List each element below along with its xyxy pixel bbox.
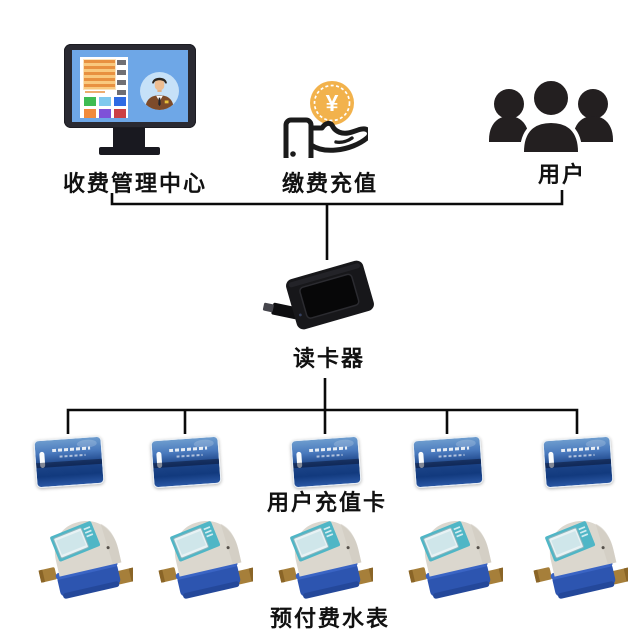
tile-green xyxy=(84,97,96,106)
monitor-icon xyxy=(64,44,196,128)
label-users: 用户 xyxy=(537,162,587,187)
water-meter-icon xyxy=(407,514,507,604)
label-recharge-cards: 用户充值卡 xyxy=(266,490,388,515)
users-icon xyxy=(489,77,613,156)
recharge-card-icon xyxy=(150,435,222,489)
label-card-reader: 读卡器 xyxy=(292,346,366,371)
recharge-card-icon xyxy=(33,435,105,489)
tile-skyblue xyxy=(99,97,111,106)
recharge-card-icon xyxy=(290,435,362,489)
monitor-stand xyxy=(113,128,145,148)
recharge-card-icon xyxy=(412,435,484,489)
label-management-center: 收费管理中心 xyxy=(62,171,208,196)
monitor-screen xyxy=(72,50,188,122)
operator-avatar xyxy=(140,72,179,110)
water-meter-icon xyxy=(532,514,632,604)
label-prepaid-meters: 预付费水表 xyxy=(269,606,391,631)
recharge-card-icon xyxy=(542,435,614,489)
card-reader-icon xyxy=(262,260,374,330)
water-meter-icon xyxy=(37,514,137,604)
water-meter-icon xyxy=(157,514,257,604)
document-lines-icon xyxy=(83,59,116,90)
yuan-symbol: ¥ xyxy=(326,90,339,116)
tile-blue xyxy=(114,97,126,106)
dashboard-panel xyxy=(80,57,128,118)
tile-purple xyxy=(99,109,111,118)
tile-red xyxy=(114,109,126,118)
label-payment-recharge: 缴费充值 xyxy=(281,171,379,196)
water-meter-icon xyxy=(277,514,377,604)
tile-orange xyxy=(84,109,96,118)
hand-holding-coin-icon: ¥ xyxy=(283,81,368,158)
